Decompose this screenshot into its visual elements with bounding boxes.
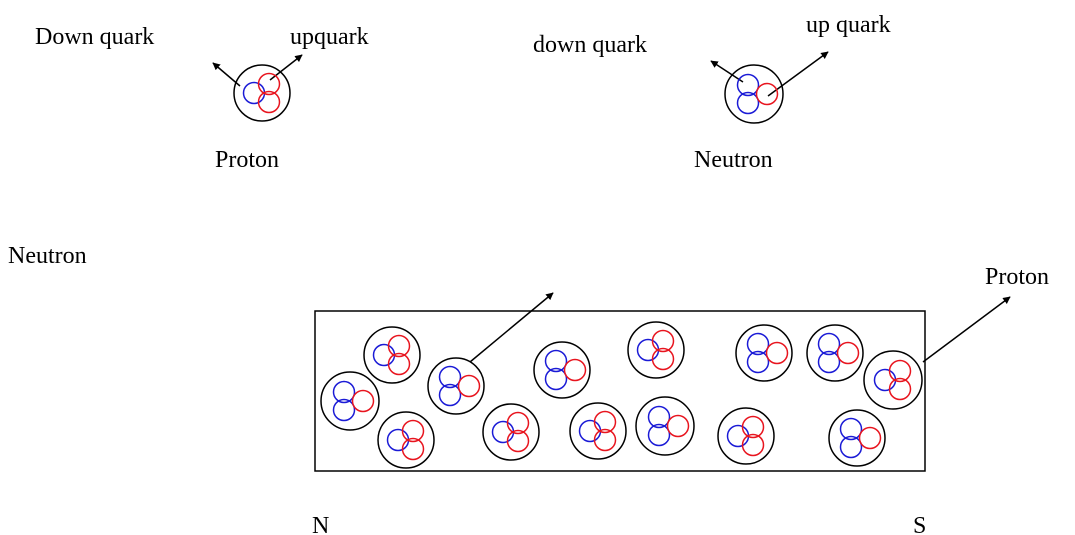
down-quark: [746, 350, 770, 374]
up-quark: [593, 428, 617, 452]
down-quark: [817, 350, 841, 374]
neutron-particle: [427, 357, 485, 415]
up-quark: [387, 352, 411, 376]
nucleon-outline: [627, 321, 685, 379]
nucleus-box: [314, 310, 926, 472]
down-quark: [839, 435, 863, 459]
up-quark: [888, 359, 912, 383]
nucleon-outline: [724, 64, 784, 124]
proton-particle: [233, 64, 291, 122]
nucleon-outline: [482, 403, 540, 461]
up-quark: [651, 329, 675, 353]
nucleon-outline: [735, 324, 793, 382]
down-quark: [578, 419, 602, 443]
up-quark: [651, 347, 675, 371]
down-quark: [647, 423, 671, 447]
down-quark: [438, 383, 462, 407]
down-quark-label: Down quark: [35, 24, 154, 50]
neutron-particle: [724, 64, 784, 124]
up-quark: [858, 426, 882, 450]
down-quark: [636, 338, 660, 362]
proton-particle: [717, 407, 775, 465]
down-quark: [386, 428, 410, 452]
down-quark: [726, 424, 750, 448]
up-quark: [506, 411, 530, 435]
up-quark: [593, 410, 617, 434]
nucleon-outline: [363, 326, 421, 384]
neutron-side-label: Neutron: [8, 243, 87, 269]
south-pole-label: S: [913, 513, 926, 535]
up-quark: [563, 358, 587, 382]
proton-particle: [569, 402, 627, 460]
proton-particle: [363, 326, 421, 384]
down-quark: [544, 349, 568, 373]
up-quark: [387, 334, 411, 358]
nucleon-outline: [828, 409, 886, 467]
neutron-particle: [320, 371, 380, 431]
up-quark: [401, 419, 425, 443]
up-quark-neutron-arrow: [767, 51, 829, 97]
neutron-particle: [735, 324, 793, 382]
down-quark: [491, 420, 515, 444]
down-quark: [839, 417, 863, 441]
up-quark: [351, 389, 375, 413]
down-quark-neutron-arrow: [710, 60, 744, 83]
up-quark: [888, 377, 912, 401]
down-quark: [817, 332, 841, 356]
up-quark: [666, 414, 690, 438]
nucleon-outline: [806, 324, 864, 382]
up-quark: [457, 374, 481, 398]
nucleon-outline: [427, 357, 485, 415]
nucleon-outline: [863, 350, 923, 410]
nucleon-outline: [377, 411, 435, 469]
down-quark: [647, 405, 671, 429]
up-quark: [755, 82, 779, 106]
up-quark: [765, 341, 789, 365]
nucleon-outline: [233, 64, 291, 122]
proton-particle: [863, 350, 923, 410]
upquark-label: upquark: [290, 24, 369, 50]
nucleon-outline: [569, 402, 627, 460]
proton-caption: Proton: [215, 147, 279, 173]
up-quark-neutron-label: up quark: [806, 12, 891, 38]
up-quark: [741, 415, 765, 439]
north-pole-label: N: [312, 513, 329, 535]
up-quark: [401, 437, 425, 461]
neutron-particle: [533, 341, 591, 399]
proton-particle: [482, 403, 540, 461]
nucleon-outline: [320, 371, 380, 431]
down-quark: [544, 367, 568, 391]
neutron-particle: [806, 324, 864, 382]
neutron-exit-arrow: [469, 292, 554, 363]
up-quark: [741, 433, 765, 457]
neutron-caption: Neutron: [694, 147, 773, 173]
nucleon-outline: [717, 407, 775, 465]
down-quark: [736, 73, 760, 97]
down-quark: [332, 380, 356, 404]
down-quark: [372, 343, 396, 367]
down-quark: [242, 81, 266, 105]
up-quark: [257, 90, 281, 114]
nucleon-group: [233, 64, 923, 469]
up-quark: [257, 72, 281, 96]
up-quark: [506, 429, 530, 453]
down-quark: [332, 398, 356, 422]
down-quark-neutron-label: down quark: [533, 32, 647, 58]
down-quark: [873, 368, 897, 392]
neutron-particle: [635, 396, 695, 456]
down-quark: [746, 332, 770, 356]
neutron-particle: [828, 409, 886, 467]
down-quark: [736, 91, 760, 115]
proton-side-label: Proton: [985, 264, 1049, 290]
proton-particle: [627, 321, 685, 379]
proton-particle: [377, 411, 435, 469]
up-quark: [836, 341, 860, 365]
nucleon-outline: [533, 341, 591, 399]
nucleon-outline: [635, 396, 695, 456]
proton-exit-arrow: [922, 296, 1011, 363]
down-quark: [438, 365, 462, 389]
